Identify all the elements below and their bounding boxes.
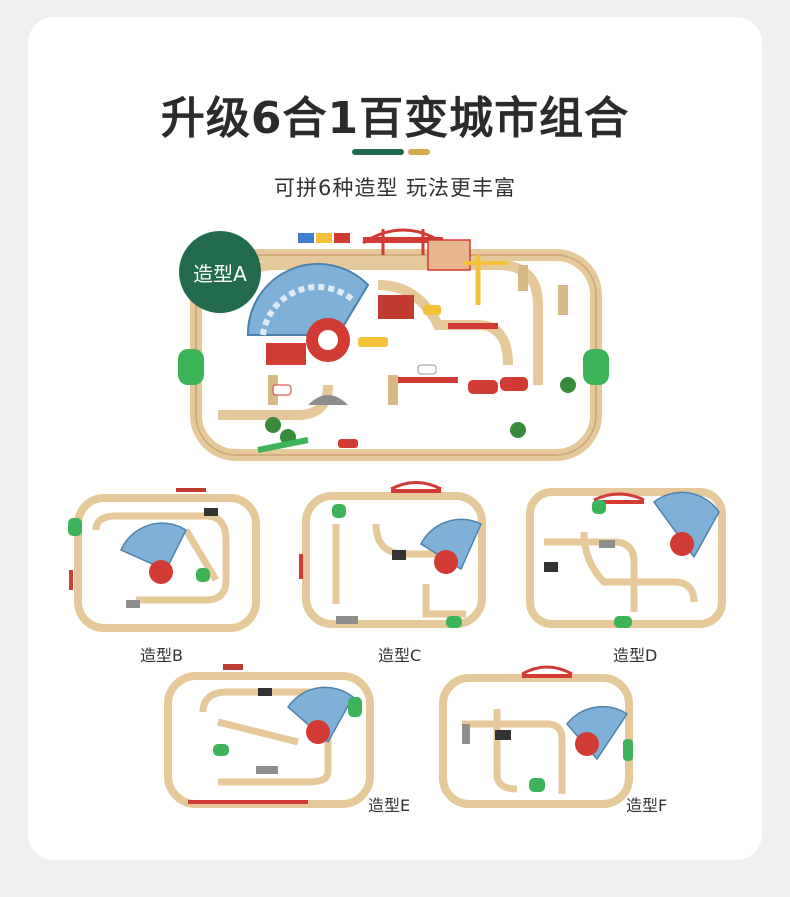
title-divider-green: [352, 149, 404, 155]
layout-f-track-image: [439, 665, 633, 808]
layout-e-track-image: [164, 664, 374, 808]
page-title: 升级6合1百变城市组合: [160, 93, 630, 144]
content-card: [28, 17, 762, 860]
layout-b-label: 造型B: [140, 646, 183, 665]
layout-a-illustration: [178, 225, 618, 465]
layout-a-track-image: [178, 228, 609, 461]
layout-e-label: 造型E: [368, 796, 411, 815]
layout-f-illustration: [437, 664, 637, 814]
title-divider-gold: [408, 149, 430, 155]
layout-f-label: 造型F: [626, 796, 668, 815]
layout-b-track-image: [68, 488, 260, 632]
layout-d-track-image: [526, 488, 726, 628]
layout-c-illustration: [296, 481, 496, 634]
layout-c-label: 造型C: [378, 646, 422, 665]
layout-d-label: 造型D: [613, 646, 658, 665]
layout-b-illustration: [66, 488, 266, 635]
layout-e-illustration: [158, 662, 378, 812]
page-subtitle: 可拼6种造型 玩法更丰富: [273, 176, 517, 200]
layout-a-badge: 造型A: [179, 231, 261, 313]
layout-c-track-image: [299, 481, 486, 628]
layout-d-illustration: [524, 482, 729, 634]
